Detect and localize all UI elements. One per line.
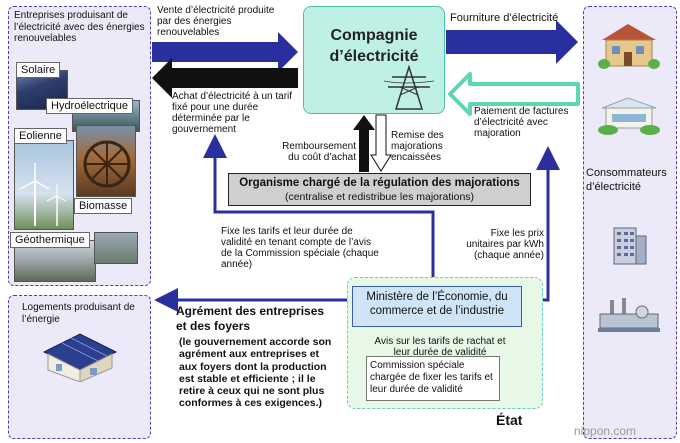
supply-arrow xyxy=(446,20,578,64)
regulation-organism-box: Organisme chargé de la régulation des ma… xyxy=(228,173,531,206)
house-icon xyxy=(598,24,660,69)
set-tariffs-arrow xyxy=(203,134,435,286)
biomass-photo xyxy=(76,125,136,197)
electricity-company-box: Compagnie d’électricité xyxy=(303,6,445,114)
consumers-panel xyxy=(583,6,677,439)
purchase-arrow xyxy=(152,58,298,98)
factory-icon xyxy=(598,298,660,332)
approval-title-line2: et des foyers xyxy=(176,319,251,333)
watermark: nippon.com xyxy=(574,424,637,438)
approval-title-line1: Agrément des entreprises xyxy=(176,304,325,318)
label-hydro: Hydroélectrique xyxy=(46,98,134,114)
ministry-box: Ministère de l’Économie, du commerce et … xyxy=(352,286,522,327)
water-wheel-icon xyxy=(83,140,131,188)
store-icon xyxy=(598,97,660,135)
set-prices-label: Fixe les prix unitaires par kWh (chaque … xyxy=(466,228,544,261)
label-solar: Solaire xyxy=(16,62,61,78)
payment-label: Paiement de factures d’électricité avec … xyxy=(474,106,569,139)
solar-house-icon xyxy=(42,333,118,382)
reimbursement-arrow xyxy=(353,115,375,172)
organism-title: Organisme chargé de la régulation des ma… xyxy=(239,177,520,189)
commission-box: Commission spéciale chargée de fixer les… xyxy=(366,356,500,401)
company-title-line1: Compagnie xyxy=(330,27,418,44)
remittance-arrow xyxy=(370,114,392,172)
state-label: État xyxy=(496,412,523,428)
label-wind: Eolienne xyxy=(14,128,67,144)
reimbursement-label: Remboursement du coût d’achat xyxy=(282,141,356,163)
opinion-label: Avis sur les tarifs de rachat et leur du… xyxy=(370,336,510,358)
power-pylon-icon xyxy=(384,65,434,110)
sale-arrow xyxy=(152,32,298,72)
geothermal-photo-2 xyxy=(94,232,138,264)
remittance-label: Remise des majorations encaissées xyxy=(391,130,444,163)
consumers-panel-title: Consommateurs d’électricité xyxy=(586,167,667,193)
wind-photo xyxy=(14,140,74,230)
sale-label: Vente d’électricité produite par des éne… xyxy=(157,5,275,38)
payment-arrow xyxy=(448,72,580,116)
company-title-line2: d’électricité xyxy=(329,48,419,65)
label-biomass: Biomasse xyxy=(74,198,133,214)
producers-panel-title: Entreprises produisant de l’électricité … xyxy=(14,10,145,44)
office-building-icon xyxy=(613,227,647,265)
approval-text: (le gouvernement accorde son agrément au… xyxy=(179,336,332,410)
housing-panel-title: Logements produisant de l’énergie xyxy=(22,302,135,325)
wind-turbine-icon xyxy=(19,163,67,226)
set-tariffs-label: Fixe les tarifs et leur durée de validit… xyxy=(221,226,379,270)
ministry-line1: Ministère de l’Économie, du xyxy=(366,291,508,303)
supply-label: Fourniture d’électricité xyxy=(450,12,559,24)
purchase-label: Achat d’électricité à un tarif fixé pour… xyxy=(172,91,293,135)
ministry-line2: commerce et de l’industrie xyxy=(369,305,505,317)
label-geothermal: Géothermique xyxy=(10,232,90,248)
organism-subtitle: (centralise et redistribue les majoratio… xyxy=(284,191,475,203)
